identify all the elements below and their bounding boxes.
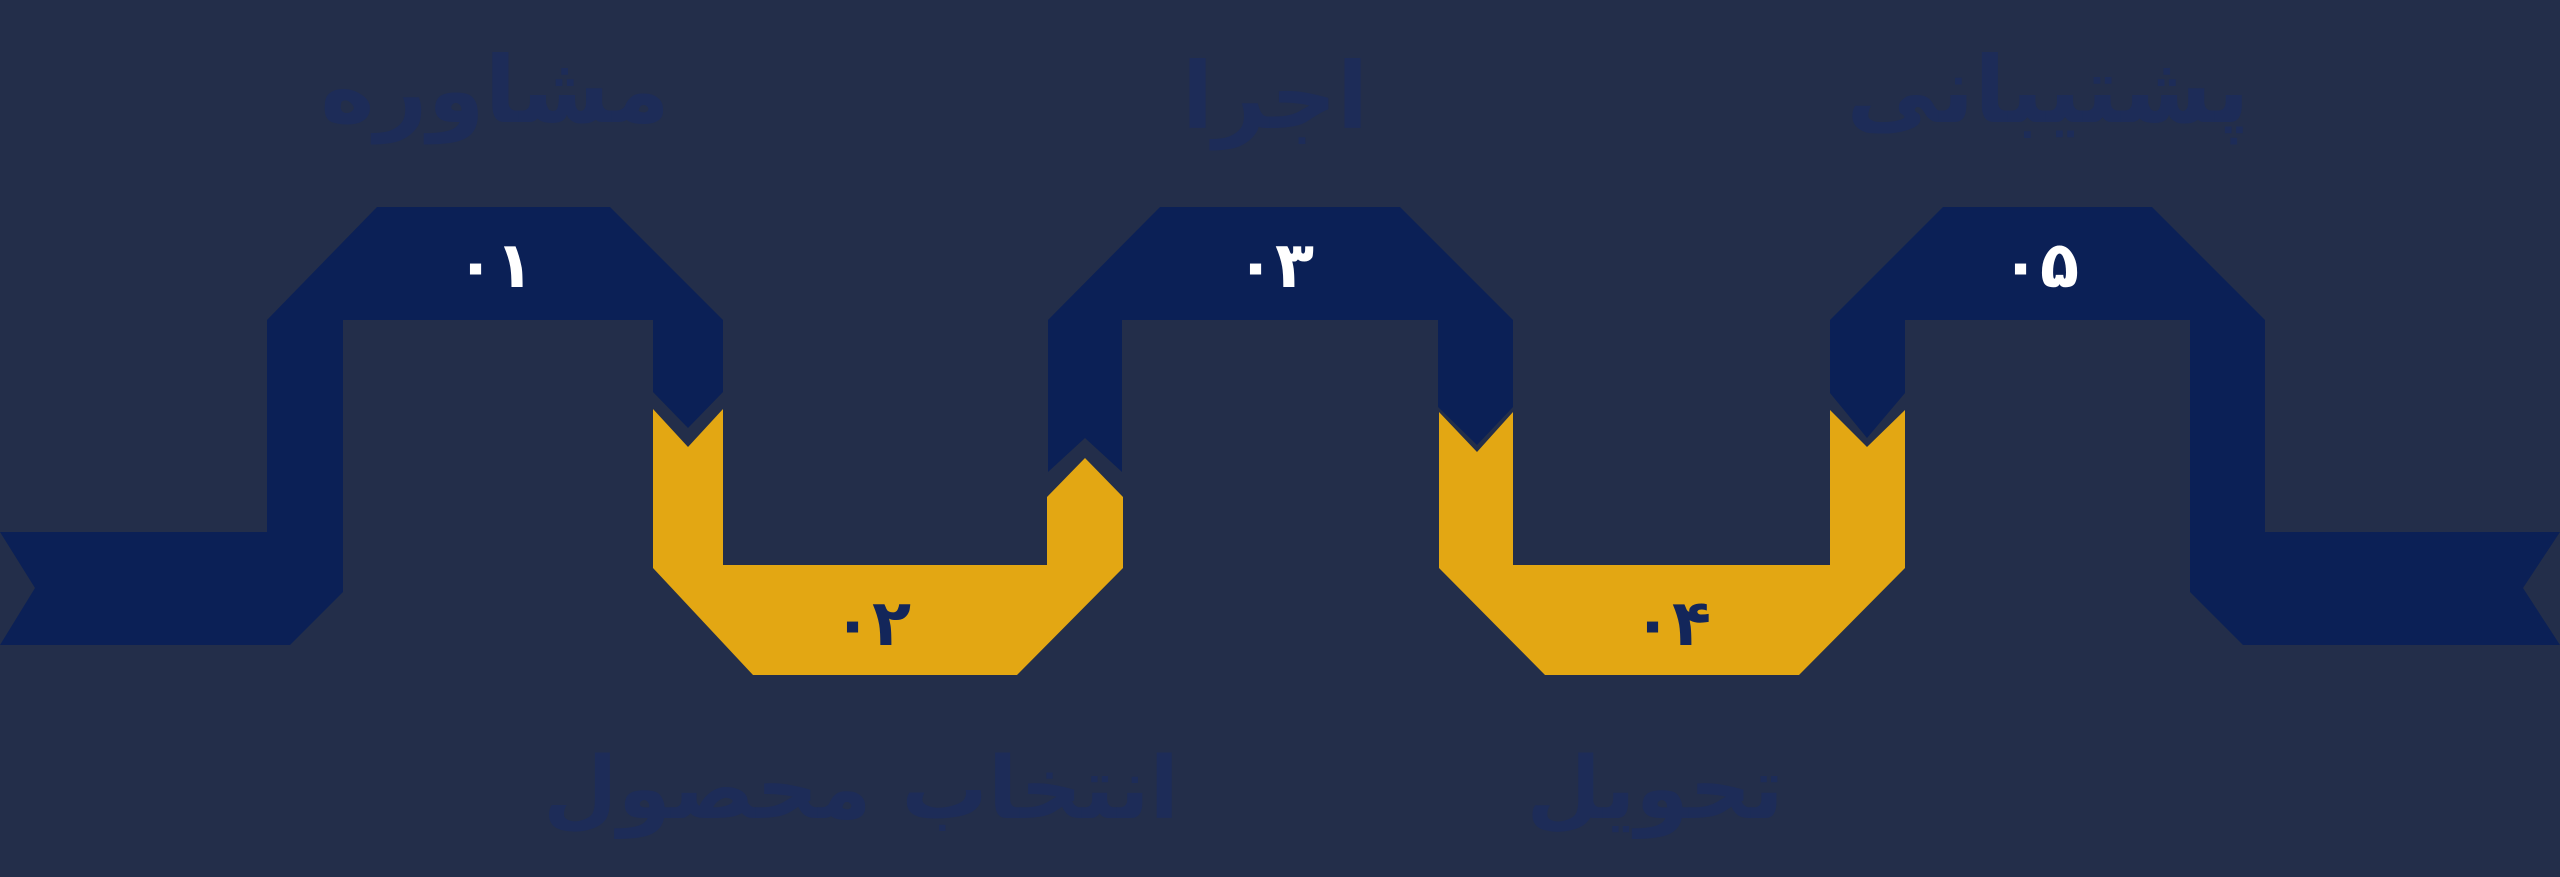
ribbon-segment-step1-navy-hump	[0, 207, 723, 645]
step1-number: ۰۱	[456, 229, 534, 303]
ribbon-segment-step3-navy-hump	[1048, 207, 1513, 472]
step3-title: اجرا	[1182, 43, 1369, 151]
step2-label: انتخاب محصول	[543, 739, 1179, 839]
step5-title: پشتیبانی	[1847, 37, 2250, 145]
ribbon-segment-step4-gold-valley	[1439, 410, 1905, 675]
step5-number: ۰۵	[2001, 229, 2079, 303]
step2-number: ۰۲	[833, 587, 911, 661]
step4-label: تحویل	[1526, 739, 1783, 839]
ribbon-segment-step2-gold-valley	[653, 409, 1123, 675]
step3-number: ۰۳	[1236, 229, 1314, 303]
ribbon-segment-step5-navy-hump	[1830, 207, 2560, 645]
step1-title: مشاوره	[320, 37, 670, 145]
step4-number: ۰۴	[1633, 587, 1711, 661]
